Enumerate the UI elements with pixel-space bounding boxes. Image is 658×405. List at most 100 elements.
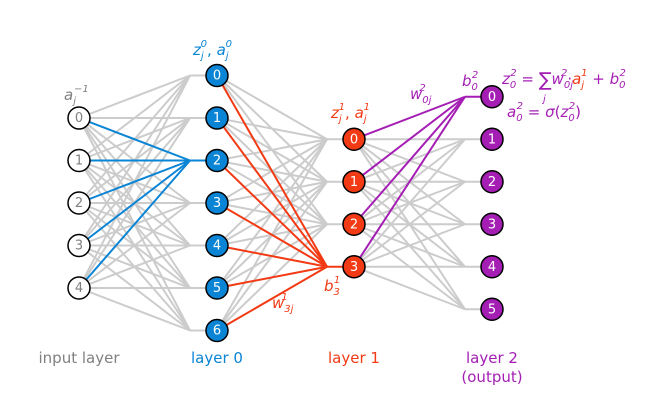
node-label: 0 [350, 132, 358, 147]
node-layer1-0: 0 [342, 127, 366, 151]
node-circle [480, 127, 504, 151]
edge [353, 138, 466, 268]
node-label: 3 [350, 260, 358, 275]
node-label: 3 [75, 239, 83, 254]
node-label: 4 [488, 260, 496, 275]
node-label: 4 [213, 239, 221, 254]
node-input-0: 0 [67, 106, 91, 130]
node-label: 0 [213, 69, 221, 84]
edge [353, 96, 466, 225]
node-layer2-4: 4 [480, 255, 504, 279]
layer0-activation-label: zj0, aj0 [192, 39, 232, 62]
node-input-4: 4 [67, 276, 91, 300]
edge [216, 74, 328, 141]
edge [216, 265, 328, 332]
node-label: 2 [213, 154, 221, 169]
node-circle [67, 191, 91, 215]
node-circle [480, 212, 504, 236]
layer2-bias-label: b02 [462, 70, 478, 93]
input-activation-label: aj−1 [64, 84, 89, 107]
node-label: 1 [75, 154, 83, 169]
edge [216, 244, 328, 268]
edge [353, 265, 466, 311]
formula-a: a02 = σ(z02) [507, 101, 581, 124]
node-layer1-2: 2 [342, 212, 366, 236]
node-label: 5 [488, 302, 496, 317]
edge [216, 265, 328, 289]
node-circle [480, 85, 504, 109]
node-layer0-6: 6 [205, 318, 229, 343]
node-layer1-1: 1 [342, 170, 366, 194]
node-layer2-0: 0 [480, 85, 504, 109]
input-layer-label: input layer [39, 349, 121, 367]
node-circle [480, 170, 504, 194]
edge [78, 244, 191, 332]
edge [78, 287, 191, 332]
edge [353, 95, 466, 183]
node-label: 1 [350, 175, 358, 190]
edges-highlight [78, 75, 492, 332]
layer0-label: layer 0 [191, 349, 243, 367]
node-label: 0 [75, 111, 83, 126]
node-layer0-5: 5 [205, 276, 229, 300]
edge [216, 74, 328, 183]
node-circle [342, 255, 366, 279]
node-layer2-1: 1 [480, 127, 504, 151]
layer2-weight-label: w0j2 [410, 83, 432, 106]
node-circle [342, 127, 366, 151]
edge [216, 117, 328, 268]
layer1-activation-label: zj1, aj1 [330, 102, 370, 125]
layer2-sublabel: (output) [461, 368, 522, 386]
edge [216, 159, 328, 268]
edge [216, 74, 328, 225]
node-label: 2 [350, 217, 358, 232]
layer1-bias-label: b31 [324, 275, 340, 298]
node-label: 4 [75, 281, 83, 296]
edge [78, 74, 191, 119]
node-label: 2 [75, 196, 83, 211]
node-layer1-3: 3 [342, 255, 366, 279]
layer1-label: layer 1 [328, 349, 380, 367]
node-layer0-3: 3 [205, 191, 229, 215]
edge [353, 95, 466, 141]
node-circle [205, 318, 229, 343]
node-label: 1 [488, 132, 496, 147]
node-circle [342, 212, 366, 236]
node-circle [205, 233, 229, 258]
edge [78, 202, 191, 332]
node-circle [480, 255, 504, 279]
node-input-3: 3 [67, 233, 91, 258]
edge [353, 181, 466, 310]
node-circle [205, 106, 229, 130]
node-layer0-0: 0 [205, 63, 229, 88]
node-label: 6 [213, 324, 221, 339]
node-label: 0 [488, 90, 496, 105]
node-label: 1 [213, 111, 221, 126]
edge [78, 159, 191, 332]
node-layer2-5: 5 [480, 297, 504, 321]
node-circle [205, 276, 229, 300]
node-circle [480, 297, 504, 321]
node-circle [205, 191, 229, 215]
edge [353, 96, 466, 268]
node-circle [67, 148, 91, 173]
node-circle [67, 233, 91, 258]
node-circle [205, 63, 229, 88]
node-label: 5 [213, 281, 221, 296]
node-layer0-1: 1 [205, 106, 229, 130]
edge [216, 75, 328, 268]
edge [78, 159, 191, 247]
layer2-label: layer 2 [466, 349, 518, 367]
node-layer2-2: 2 [480, 170, 504, 194]
edge [216, 202, 328, 268]
node-circle [342, 170, 366, 194]
edge [78, 159, 191, 289]
node-circle [205, 148, 229, 173]
node-layer0-4: 4 [205, 233, 229, 258]
edge [78, 117, 191, 162]
node-input-2: 2 [67, 191, 91, 215]
node-input-1: 1 [67, 148, 91, 173]
node-label: 3 [213, 196, 221, 211]
